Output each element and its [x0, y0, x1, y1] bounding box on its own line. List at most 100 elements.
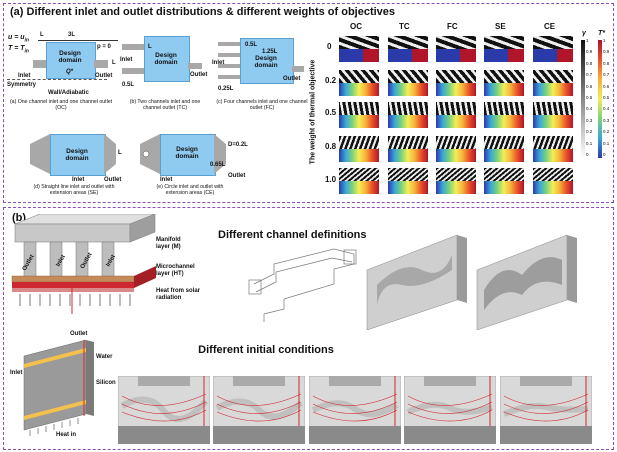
design-domain-se	[50, 134, 106, 176]
tc-domain-label: Design domain	[154, 52, 178, 66]
initial-condition-panel	[309, 376, 401, 444]
result-cell	[388, 70, 428, 96]
cb2-tick: 1	[603, 38, 606, 43]
cb1-tick: 0.1	[586, 140, 593, 146]
dim-l-right: L	[112, 60, 116, 66]
tc-inlet-2	[122, 68, 144, 74]
result-cell	[484, 168, 524, 194]
channel-result-1	[366, 234, 467, 330]
wall-label: Wall/Adiabatic	[48, 90, 89, 96]
fc-dim-125l: 1.25L	[262, 49, 278, 55]
result-cell	[388, 36, 428, 62]
caption-oc: (a) One channel inlet and one channel ou…	[9, 99, 113, 111]
col-tc: TC	[399, 22, 410, 31]
cb1-tick: 0.7	[586, 72, 593, 78]
tc-outlet	[188, 63, 202, 69]
design-domain-label: Design domain	[58, 50, 82, 64]
cb2-tick: 0.1	[603, 140, 610, 146]
design-domain-oc	[46, 42, 96, 79]
col-fc: FC	[447, 22, 458, 31]
symmetry-label: Symmetry	[7, 82, 37, 88]
ce-dim-d: D=0.2L	[228, 142, 248, 148]
result-cell	[436, 70, 476, 96]
result-cell	[388, 102, 428, 128]
symmetry-line	[7, 79, 107, 80]
caption-fc: (c) Four channels inlet and one channel …	[216, 99, 308, 111]
caption-ce: (e) Circle inlet and outlet with extensi…	[156, 184, 224, 196]
result-cell	[339, 70, 379, 96]
cb2-label: T*	[598, 30, 605, 37]
unit-outlet-label: Outlet	[70, 331, 88, 337]
q-star: Q*	[66, 69, 74, 75]
cb1-tick: 0.3	[586, 117, 593, 123]
row-02: 0.2	[325, 76, 337, 85]
tc-dim-05l: 0.5L	[122, 82, 135, 88]
design-domain-tc	[144, 36, 190, 82]
result-cell	[388, 136, 428, 162]
result-cell	[436, 102, 476, 128]
se-inlet-extension	[30, 134, 50, 174]
manifold-assembly	[11, 214, 156, 314]
cb1-tick: 1	[586, 38, 589, 43]
tc-outlet-label: Outlet	[190, 72, 208, 78]
fc-dim-05l: 0.5L	[245, 42, 258, 48]
row-05: 0.5	[325, 108, 337, 117]
ce-inlet-label: Inlet	[160, 177, 173, 183]
result-cell	[339, 102, 379, 128]
outlet-channel	[94, 60, 108, 68]
fc-outlet	[292, 66, 304, 72]
panel-a-title: (a) Different inlet and outlet distribut…	[10, 6, 396, 18]
channel-result-2	[476, 234, 577, 330]
result-cell	[436, 36, 476, 62]
dim-l: L	[40, 32, 44, 38]
result-cell	[484, 36, 524, 62]
outlet-label: Outlet	[95, 73, 113, 79]
result-cell	[484, 70, 524, 96]
cb1-tick: 0.2	[586, 129, 593, 135]
fc-inlet-1	[218, 42, 240, 46]
cb2-tick: 0.3	[603, 117, 610, 123]
se-domain-label: Design domain	[65, 148, 89, 162]
fc-domain-label: Design domain	[254, 55, 278, 69]
result-cell	[436, 168, 476, 194]
result-cell	[533, 36, 573, 62]
result-cell	[388, 168, 428, 194]
cb2-tick: 0.2	[603, 129, 610, 135]
col-ce: CE	[544, 22, 556, 31]
row-axis-label: The weight of thermal objective	[309, 59, 317, 165]
ce-outlet-extension	[214, 134, 226, 174]
result-cell	[533, 70, 573, 96]
cb1-tick: 0.5	[586, 95, 593, 100]
cb1-label: γ	[582, 30, 586, 37]
result-cell	[339, 36, 379, 62]
tc-inlet-label: Inlet	[120, 57, 133, 63]
col-se: SE	[495, 22, 506, 31]
panel-b	[3, 207, 614, 450]
result-cell	[484, 102, 524, 128]
channel-wireframe	[248, 248, 357, 322]
tc-inlet-1	[122, 44, 144, 50]
unit-cell	[23, 339, 94, 436]
unit-inlet-label: Inlet	[10, 370, 23, 376]
initial-condition-panel	[404, 376, 496, 444]
row-10: 1.0	[325, 175, 337, 184]
se-inlet-label: Inlet	[72, 177, 85, 183]
inlet-channel	[33, 60, 46, 68]
initial-condition-panel	[118, 376, 210, 444]
channel-defs-title: Different channel definitions	[218, 229, 367, 241]
manifold-label: Manifold layer (M)	[156, 237, 181, 250]
silicon-label: Silicon	[96, 380, 116, 386]
cb2-tick: 0.6	[603, 83, 610, 89]
cb2-tick: 0.7	[603, 72, 610, 78]
col-oc: OC	[350, 22, 362, 31]
cb1-tick: 0.8	[586, 60, 593, 66]
se-outlet-extension	[104, 134, 116, 174]
panel-a	[3, 3, 614, 203]
se-dim-l: L	[118, 150, 122, 156]
result-cell	[533, 136, 573, 162]
caption-se: (d) Straight line inlet and outlet with …	[33, 184, 115, 196]
inlet-label: Inlet	[18, 73, 31, 79]
dim-3l: 3L	[68, 32, 76, 38]
colorbar-temp	[598, 40, 602, 158]
fc-dim-025l: 0.25L	[218, 86, 234, 92]
